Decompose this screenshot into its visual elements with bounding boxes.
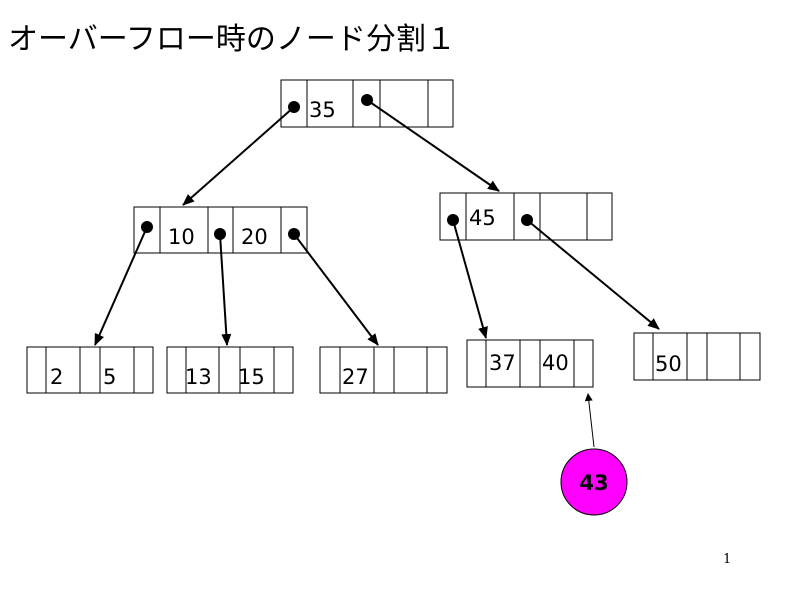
node-leaf-5: 50 (633, 332, 761, 381)
node-key: 13 (185, 365, 212, 389)
insert-key: 43 (579, 471, 608, 495)
node-leaf-2: 13 15 (166, 346, 294, 394)
node-key: 27 (342, 365, 369, 389)
node-key: 10 (168, 225, 195, 249)
page-number: 1 (723, 552, 732, 567)
node-key: 35 (309, 98, 336, 122)
node-key: 45 (469, 206, 496, 230)
node-key: 50 (655, 352, 682, 376)
node-leaf-1: 2 5 (26, 346, 154, 394)
node-key: 40 (542, 351, 569, 375)
insert-arrow (584, 393, 595, 448)
insert-key-circle: 43 (560, 448, 628, 516)
slide-title: オーバーフロー時のノード分割１ (8, 22, 456, 57)
node-key: 2 (50, 365, 63, 389)
node-key: 5 (103, 365, 116, 389)
pointer-arrows (94, 99, 660, 346)
node-key: 37 (489, 351, 516, 375)
node-leaf-4: 37 40 (466, 339, 594, 388)
node-leaf-3: 27 (319, 346, 448, 394)
node-key: 20 (241, 225, 268, 249)
node-key: 15 (238, 365, 265, 389)
